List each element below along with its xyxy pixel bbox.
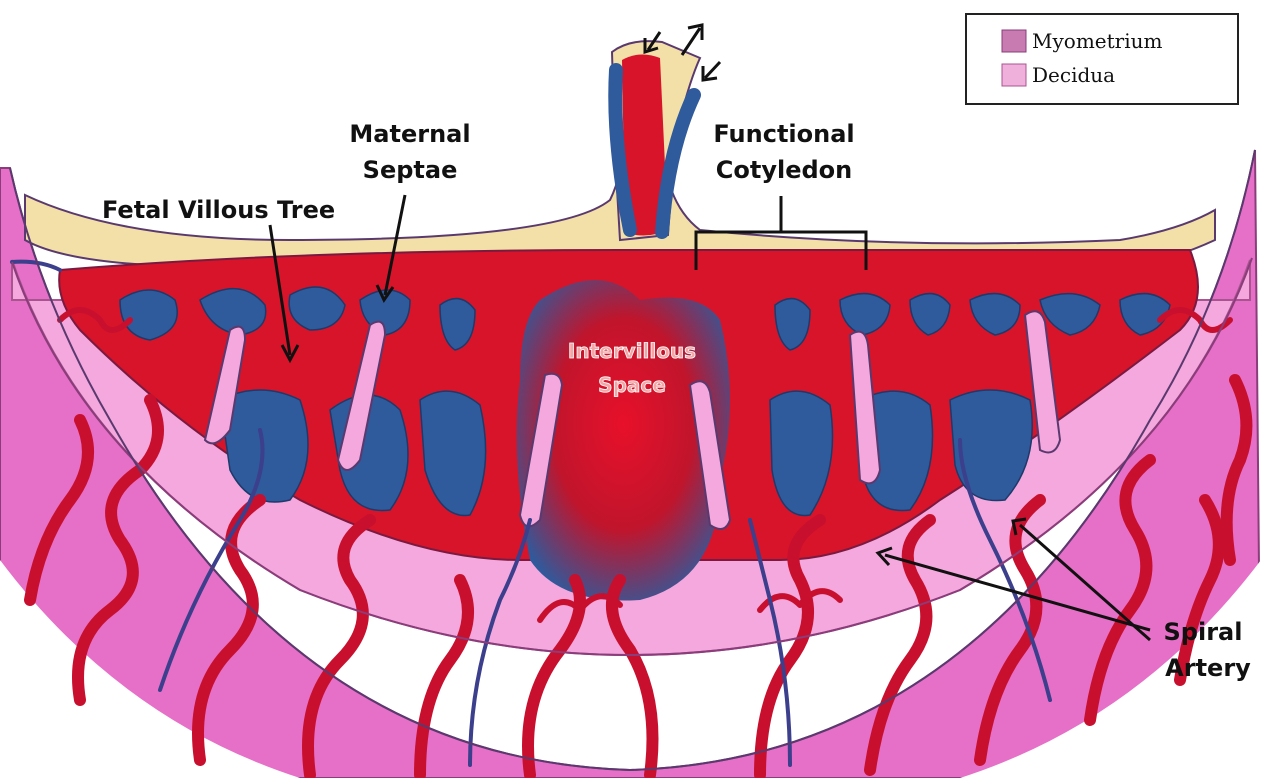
label-functional-cotyledon-line2: Cotyledon xyxy=(716,156,852,184)
legend-label-myometrium: Myometrium xyxy=(1032,29,1162,53)
label-spiral-artery-line1: Spiral xyxy=(1164,618,1243,646)
legend-swatch-myometrium xyxy=(1002,30,1026,52)
legend-box xyxy=(966,14,1238,104)
legend-label-decidua: Decidua xyxy=(1032,63,1115,87)
label-fetal-villous-tree: Fetal Villous Tree xyxy=(102,196,335,224)
label-functional-cotyledon-line1: Functional xyxy=(713,120,854,148)
label-intervillous-space-line2: Space xyxy=(598,373,666,397)
legend: Myometrium Decidua xyxy=(966,14,1238,104)
label-spiral-artery-line2: Artery xyxy=(1165,654,1251,682)
label-maternal-septae-line2: Septae xyxy=(363,156,458,184)
label-maternal-septae-line1: Maternal xyxy=(349,120,470,148)
legend-swatch-decidua xyxy=(1002,64,1026,86)
label-intervillous-space-line1: Intervillous xyxy=(568,339,696,363)
